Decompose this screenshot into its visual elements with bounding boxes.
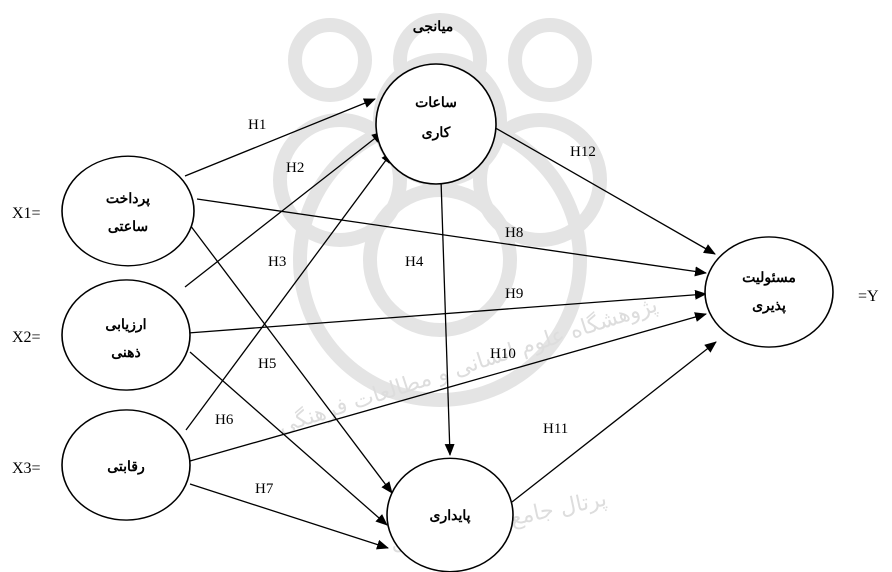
label-h7: H7 bbox=[255, 481, 274, 497]
edge-h8 bbox=[196, 198, 707, 277]
node-x2: ارزیابی ذهنی bbox=[61, 279, 191, 391]
node-x3-circle bbox=[61, 409, 191, 521]
edge-h11 bbox=[511, 341, 717, 503]
node-m1-line-2: کاری bbox=[422, 125, 451, 141]
var-label-x2: X2= bbox=[12, 329, 41, 346]
edge-h1 bbox=[184, 98, 376, 177]
label-h1: H1 bbox=[248, 117, 266, 133]
mediator-title: میانجی bbox=[413, 19, 454, 35]
edge-h5 bbox=[189, 224, 393, 494]
label-h3: H3 bbox=[268, 254, 286, 270]
edge-h6 bbox=[189, 351, 388, 526]
label-h12: H12 bbox=[570, 144, 596, 160]
node-x1-line-2: ساعتی bbox=[108, 219, 148, 235]
edge-h9 bbox=[187, 289, 707, 334]
node-y-line-2: پذیری bbox=[752, 298, 786, 314]
edges bbox=[184, 98, 717, 550]
label-h11: H11 bbox=[543, 421, 568, 437]
node-x3-line-1: رقابتی bbox=[107, 459, 145, 475]
node-m1: ساعات کاری bbox=[375, 63, 497, 185]
edge-h12 bbox=[491, 125, 716, 255]
edge-h4 bbox=[440, 179, 455, 456]
node-x2-line-2: ذهنی bbox=[111, 345, 141, 361]
node-x1-line-1: پرداخت bbox=[106, 191, 150, 207]
edge-labels: H1 H2 H3 H4 H5 H6 H7 H8 H9 H10 H11 H12 bbox=[215, 117, 596, 497]
node-m1-line-1: ساعات bbox=[415, 95, 457, 111]
label-h10: H10 bbox=[490, 346, 516, 362]
node-m2: پایداری bbox=[386, 457, 514, 572]
label-h8: H8 bbox=[505, 225, 523, 241]
edge-h3 bbox=[185, 151, 393, 431]
label-h4: H4 bbox=[405, 254, 424, 270]
label-h6: H6 bbox=[215, 412, 234, 428]
node-x1-circle bbox=[61, 155, 195, 267]
var-label-x3: X3= bbox=[12, 460, 41, 477]
node-x1: پرداخت ساعتی bbox=[61, 155, 195, 267]
var-label-x1: X1= bbox=[12, 205, 41, 222]
label-h5: H5 bbox=[258, 356, 276, 372]
label-h9: H9 bbox=[505, 286, 523, 302]
node-y-line-1: مسئولیت bbox=[742, 270, 796, 286]
label-h2: H2 bbox=[286, 160, 304, 176]
node-m1-circle bbox=[375, 63, 497, 185]
node-m2-line-1: پایداری bbox=[429, 508, 470, 524]
node-x2-line-1: ارزیابی bbox=[105, 317, 146, 333]
edge-h10 bbox=[189, 312, 707, 462]
node-y-circle bbox=[704, 236, 834, 348]
node-x2-circle bbox=[61, 279, 191, 391]
edge-h7 bbox=[189, 483, 389, 550]
node-x3: رقابتی bbox=[61, 409, 191, 521]
var-label-y: =Y bbox=[858, 288, 879, 305]
node-y: مسئولیت پذیری bbox=[704, 236, 834, 348]
